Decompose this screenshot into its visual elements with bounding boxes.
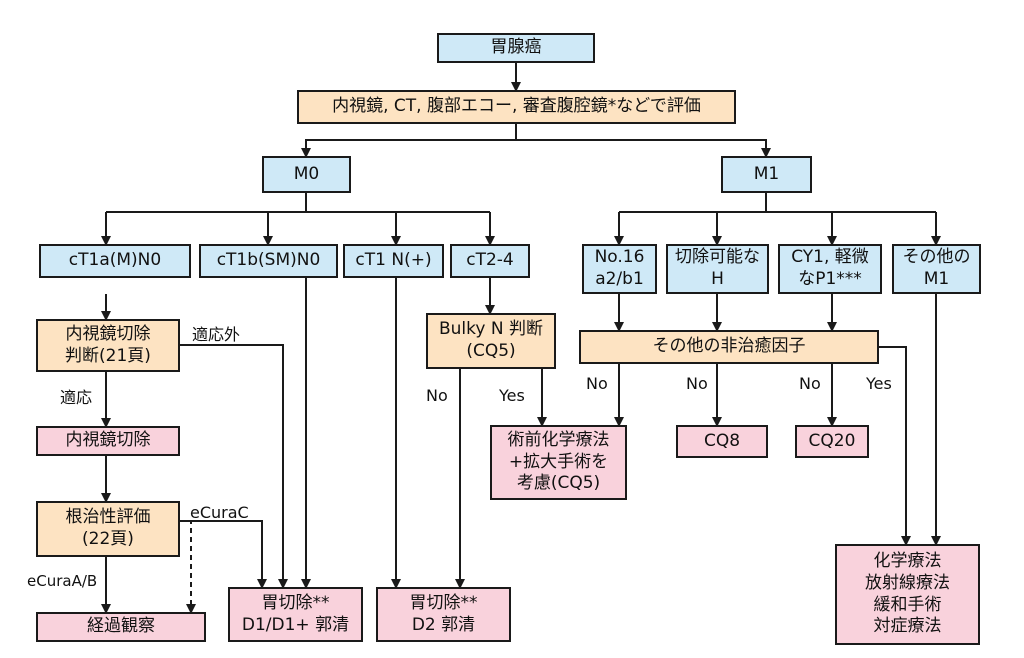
node-cq20: CQ20 (795, 425, 869, 458)
edge-m1-bus (619, 193, 936, 213)
label-factor-no-3: No (799, 374, 821, 393)
node-gastric-cancer: 胃腺癌 (437, 33, 595, 63)
node-ct24: cT2-4 (450, 244, 530, 278)
node-evaluation: 内視鏡, CT, 腹部エコー, 審査腹腔鏡*などで評価 (297, 90, 736, 124)
edge-m0-bus (106, 193, 490, 213)
node-gastrectomy-d1: 胃切除**D1/D1+ 郭清 (228, 587, 363, 642)
node-endo-resection: 内視鏡切除 (36, 426, 180, 456)
node-bulky: Bulky N 判断(CQ5) (426, 313, 556, 369)
node-curative-eval: 根治性評価(22頁) (36, 501, 180, 557)
label-factor-no-2: No (686, 374, 708, 393)
edge-eval-dashed (180, 520, 192, 602)
label-not-indicated: 適応外 (192, 325, 241, 344)
node-endo-judge: 内視鏡切除判断(21頁) (36, 319, 180, 372)
node-m1: M1 (721, 156, 812, 193)
node-neoadjuvant: 術前化学療法+拡大手術を考慮(CQ5) (490, 425, 627, 500)
node-ct1n: cT1 N(+) (343, 244, 444, 278)
label-factor-yes: Yes (866, 374, 892, 393)
label-ecura-ab: eCuraA/B (27, 572, 98, 590)
edge-not-indicated (180, 344, 284, 576)
label-bulky-no: No (426, 386, 448, 405)
node-m0: M0 (262, 156, 351, 193)
label-factor-no-1: No (586, 374, 608, 393)
label-ecura-c: eCuraC (190, 503, 249, 522)
node-ct1b: cT1b(SM)N0 (199, 244, 338, 278)
label-indicated: 適応 (60, 388, 93, 407)
edge-ecurac (180, 520, 263, 576)
label-bulky-yes: Yes (499, 386, 525, 405)
node-cq8: CQ8 (676, 425, 768, 458)
edge-eval-split (305, 124, 767, 156)
node-gastrectomy-d2: 胃切除**D2 郭清 (376, 587, 511, 642)
edge-factor-yes (879, 346, 907, 532)
node-other-factor: その他の非治癒因子 (579, 330, 879, 364)
node-cy1: CY1, 軽微なP1*** (778, 244, 882, 294)
node-followup: 経過観察 (36, 612, 206, 642)
node-chemo: 化学療法放射線療法緩和手術対症療法 (835, 544, 980, 645)
node-ct1a: cT1a(M)N0 (39, 244, 191, 278)
